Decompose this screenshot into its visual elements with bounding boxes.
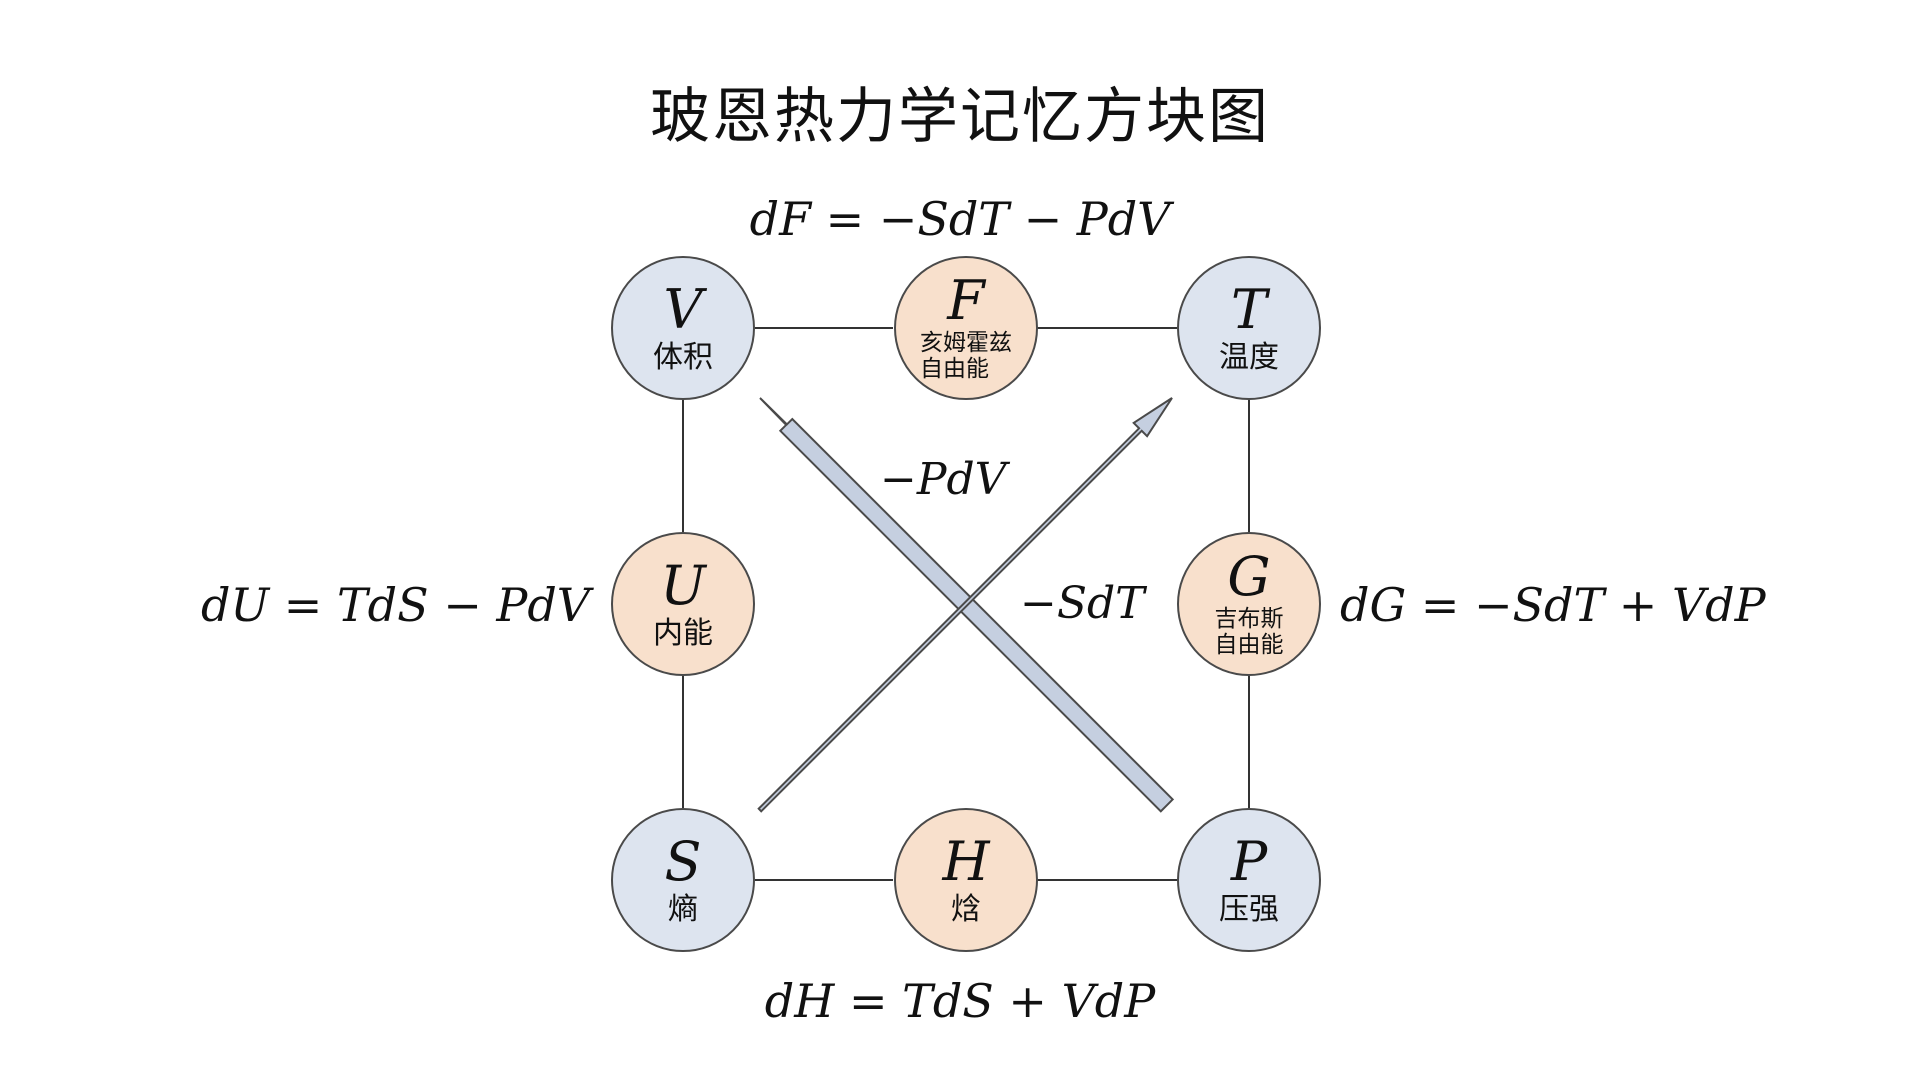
node-symbol: S (664, 829, 702, 893)
page-title: 玻恩热力学记忆方块图 (650, 82, 1270, 152)
node-label: 内能 (653, 615, 713, 651)
node-pressure: P 压强 (1177, 808, 1321, 952)
node-helmholtz-free-energy: F 亥姆霍兹 自由能 (894, 256, 1038, 400)
node-symbol: U (660, 553, 706, 617)
node-label: 温度 (1219, 339, 1279, 375)
node-label-line1: 吉布斯 (1214, 605, 1284, 632)
node-symbol: V (663, 277, 703, 341)
equation-dU: dU = TdS − PdV (200, 578, 590, 632)
equation-dH: dH = TdS + VdP (764, 974, 1156, 1028)
equation-dF: dF = −SdT − PdV (749, 192, 1171, 246)
equation-dG: dG = −SdT + VdP (1340, 578, 1766, 632)
node-symbol: T (1230, 277, 1268, 341)
arrow-label-pdv: −PdV (880, 454, 1007, 505)
node-label: 压强 (1219, 891, 1279, 927)
arrow-label-sdt: −SdT (1020, 578, 1145, 629)
node-temperature: T 温度 (1177, 256, 1321, 400)
node-label-line2: 自由能 (1214, 632, 1284, 658)
node-symbol: H (942, 829, 990, 893)
node-symbol: F (947, 268, 985, 332)
node-enthalpy: H 焓 (894, 808, 1038, 952)
node-label: 亥姆霍兹 自由能 (920, 330, 1012, 383)
node-label: 熵 (668, 891, 698, 927)
node-symbol: G (1227, 544, 1271, 608)
node-internal-energy: U 内能 (611, 532, 755, 676)
node-label-line1: 亥姆霍兹 (920, 329, 1012, 356)
node-entropy: S 熵 (611, 808, 755, 952)
node-volume: V 体积 (611, 256, 755, 400)
node-label: 体积 (653, 339, 713, 375)
node-label-line2: 自由能 (920, 356, 989, 382)
arrow-S-to-T (757, 397, 1173, 813)
node-gibbs-free-energy: G 吉布斯 自由能 (1177, 532, 1321, 676)
node-label: 焓 (951, 891, 981, 927)
node-label: 吉布斯 自由能 (1215, 606, 1284, 659)
node-symbol: P (1230, 829, 1268, 893)
